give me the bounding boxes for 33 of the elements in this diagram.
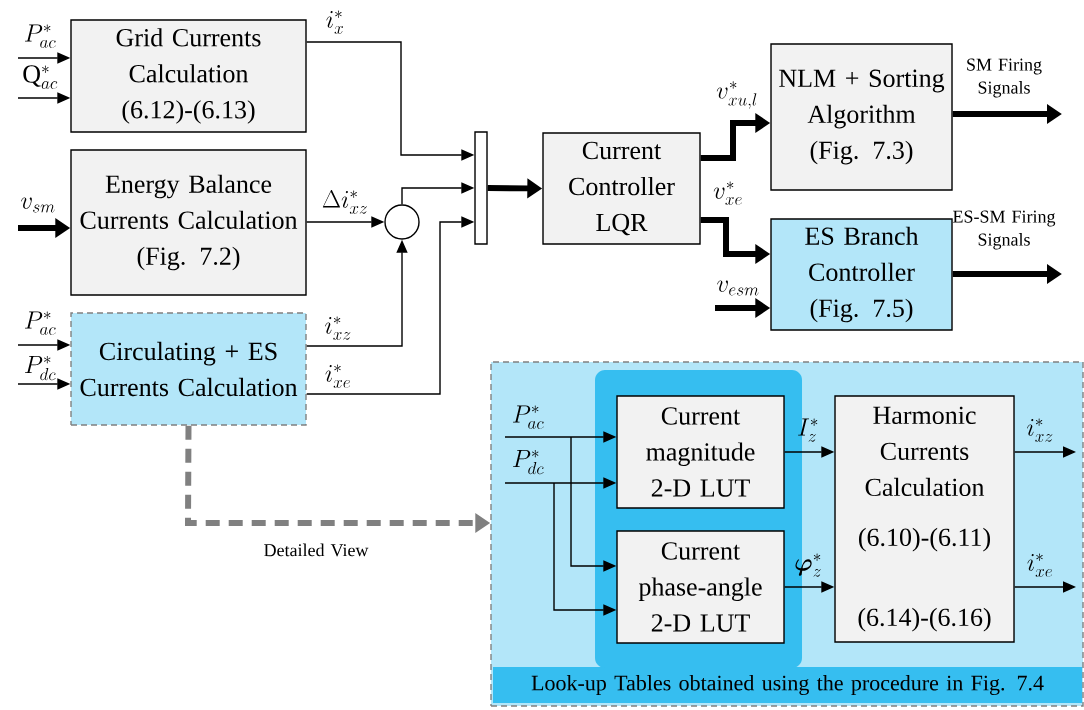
edge-label: ES-SM Firing Signals (953, 210, 1056, 250)
signal-label: $\mathrm{Q}_{ac}^{*}$ (23, 65, 58, 89)
signal-label: $v_{xe}^{*}$ (713, 181, 742, 205)
algorithm-block: NLM + Sorting Algorithm (Fig. 7.3) (770, 43, 953, 191)
summing-junction (384, 204, 420, 240)
signal-label: $v_{xu,l}^{*}$ (716, 81, 757, 109)
calculation-block: Energy Balance Currents Calculation (Fig. 7.2) (70, 149, 307, 296)
controller-block: ES Branch Controller (Fig. 7.5) (770, 218, 953, 331)
signal-label: $P_{ac}^{*}$ (25, 24, 56, 48)
lookup-table-block: Current phase-angle 2-D LUT (616, 530, 785, 644)
signal-label: $P_{dc}^{*}$ (25, 356, 56, 381)
signal-label: $P_{ac}^{*}$ (513, 405, 544, 429)
signal-label: $\Delta i_{xz}^{*}$ (322, 189, 367, 214)
signal-label: $P_{ac}^{*}$ (25, 311, 56, 335)
multiplexer-bar (474, 131, 488, 245)
signal-label: $i_{xe}^{*}$ (1027, 553, 1053, 577)
signal-label: $i_{xz}^{*}$ (1027, 418, 1053, 442)
caption-band: Look-up Tables obtained using the procedure in Fig. 7.4 (493, 667, 1082, 703)
signal-label: $v_{esm}$ (717, 280, 759, 296)
signal-label: $i_{x}^{*}$ (326, 10, 343, 34)
calculation-block: Circulating + ES Currents Calculation (70, 312, 307, 426)
signal-label: $I_{z}^{*}$ (798, 418, 818, 442)
calculation-block: Harmonic Currents Calculation (6.10)-(6.11) (6.14)-(6.16) (834, 395, 1015, 643)
controller-block: Current Controller LQR (542, 132, 701, 245)
calculation-block: Grid Currents Calculation (6.12)-(6.13) (70, 19, 307, 133)
edge-label: SM Firing Signals (967, 58, 1042, 98)
signal-label: $i_{xe}^{*}$ (325, 364, 350, 388)
signal-label: $P_{dc}^{*}$ (513, 450, 544, 475)
signal-label: $v_{sm}$ (21, 197, 55, 213)
signal-label: $i_{xz}^{*}$ (325, 316, 351, 340)
lookup-table-block: Current magnitude 2-D LUT (616, 395, 785, 509)
edge-label: Detailed View (264, 543, 369, 557)
signal-label: $\boldsymbol{\varphi}_{z}^{*}$ (795, 553, 821, 577)
